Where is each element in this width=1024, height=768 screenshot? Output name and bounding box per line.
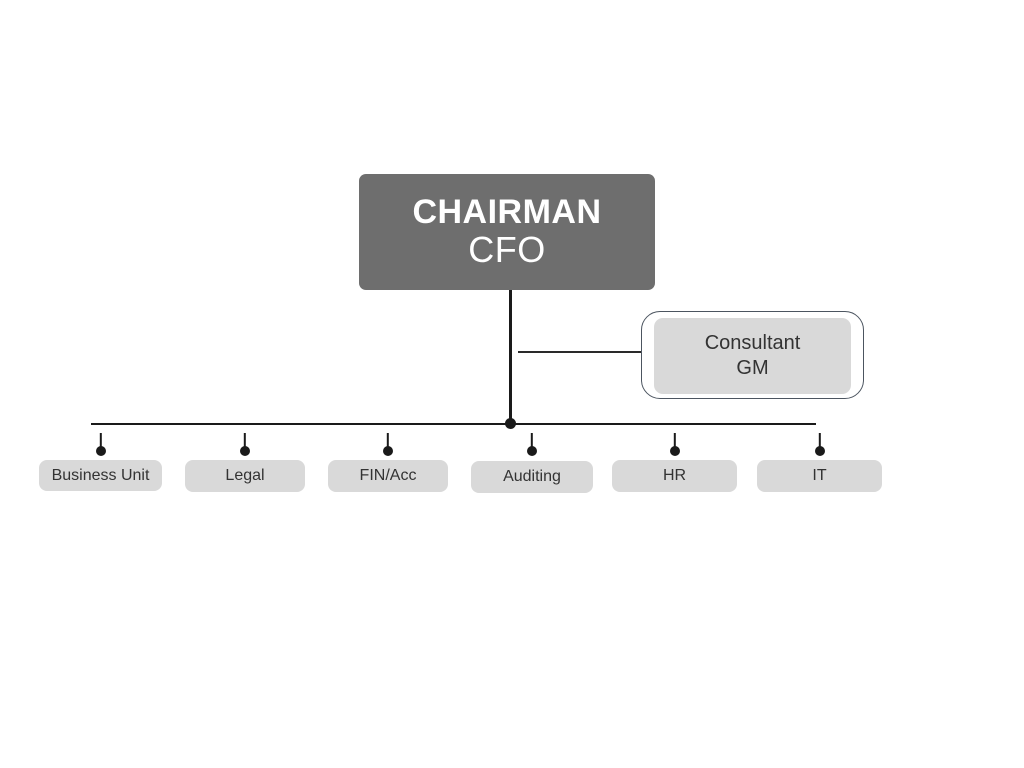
leaf-node-pill[interactable]: IT — [757, 460, 882, 492]
connector-trunk-junction-dot — [505, 418, 516, 429]
connector-trunk-vertical — [509, 268, 512, 425]
leaf-node-label: Auditing — [503, 468, 561, 485]
node-chairman-cfo[interactable]: CHAIRMAN CFO — [359, 174, 655, 290]
pin-stem — [386, 433, 390, 449]
connector-bus-horizontal — [91, 423, 816, 425]
chairman-title: CHAIRMAN — [412, 193, 602, 232]
leaf-node-label: HR — [662, 467, 687, 484]
leaf-node-label: IT — [812, 467, 827, 484]
node-consultant-gm[interactable]: Consultant GM — [641, 311, 864, 399]
leaf-node-label: Business Unit — [51, 466, 150, 484]
leaf-node-label: Legal — [225, 467, 265, 484]
pin-dot — [527, 446, 537, 456]
pin-dot — [814, 446, 825, 456]
consultant-inner-panel: Consultant GM — [654, 318, 851, 394]
pin-dot — [669, 446, 680, 456]
pin-connector-icon — [669, 433, 680, 456]
connector-staff-branch — [518, 351, 644, 353]
pin-connector-icon — [527, 433, 537, 456]
pin-stem — [243, 433, 247, 449]
leaf-node-pill[interactable]: HR — [612, 460, 737, 492]
chairman-subtitle: CFO — [468, 229, 546, 271]
consultant-label-line2: GM — [736, 357, 769, 379]
leaf-node-pill[interactable]: Auditing — [471, 461, 593, 493]
pin-stem — [818, 433, 821, 449]
pin-stem — [99, 433, 102, 449]
leaf-node-pill[interactable]: Legal — [185, 460, 305, 492]
pin-stem — [530, 433, 534, 449]
pin-connector-icon — [95, 433, 106, 456]
pin-dot — [95, 446, 106, 456]
pin-dot — [240, 446, 250, 456]
pin-stem — [673, 433, 676, 449]
leaf-node-label: FIN/Acc — [359, 467, 417, 484]
leaf-node-pill[interactable]: Business Unit — [39, 460, 162, 491]
pin-dot — [383, 446, 393, 456]
pin-connector-icon — [383, 433, 393, 456]
leaf-node-pill[interactable]: FIN/Acc — [328, 460, 448, 492]
pin-connector-icon — [814, 433, 825, 456]
pin-connector-icon — [240, 433, 250, 456]
consultant-label-line1: Consultant — [704, 332, 801, 354]
